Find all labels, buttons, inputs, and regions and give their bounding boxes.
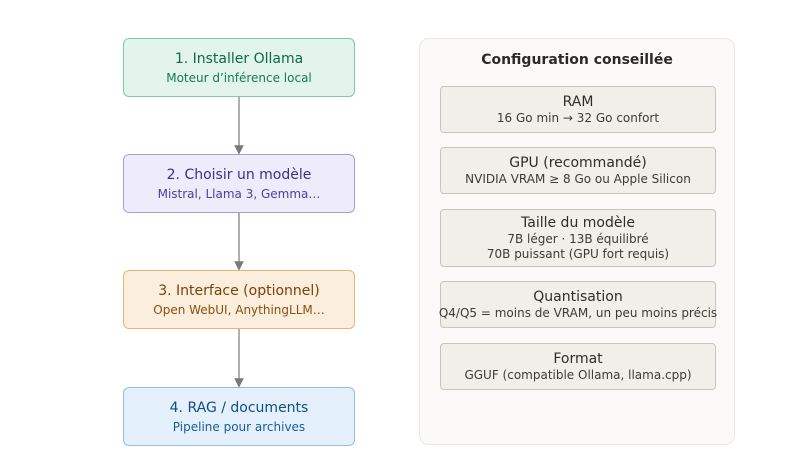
step-subtitle: Moteur d’inférence local bbox=[166, 70, 312, 85]
card-title: GPU (recommandé) bbox=[509, 155, 647, 171]
panel-title: Configuration conseillée bbox=[481, 52, 673, 68]
step-choose-model: 2. Choisir un modèle Mistral, Llama 3, G… bbox=[123, 154, 355, 213]
step-subtitle: Pipeline pour archives bbox=[172, 419, 306, 434]
card-detail: 70B puissant (GPU fort requis) bbox=[486, 247, 670, 261]
card-ram: RAM 16 Go min → 32 Go confort bbox=[440, 86, 716, 133]
card-detail: GGUF (compatible Ollama, llama.cpp) bbox=[464, 368, 692, 382]
card-gpu: GPU (recommandé) NVIDIA VRAM ≥ 8 Go ou A… bbox=[440, 147, 716, 194]
step-install-ollama: 1. Installer Ollama Moteur d’inférence l… bbox=[123, 38, 355, 97]
card-detail: 7B léger · 13B équilibré bbox=[507, 232, 649, 246]
step-title: 2. Choisir un modèle bbox=[166, 166, 312, 183]
card-quantization: Quantisation Q4/Q5 = moins de VRAM, un p… bbox=[438, 281, 718, 328]
card-title: RAM bbox=[562, 94, 594, 110]
card-title: Taille du modèle bbox=[521, 215, 635, 231]
step-title: 1. Installer Ollama bbox=[174, 50, 304, 67]
card-detail: Q4/Q5 = moins de VRAM, un peu moins préc… bbox=[438, 306, 718, 320]
card-title: Quantisation bbox=[533, 289, 623, 305]
step-subtitle: Mistral, Llama 3, Gemma… bbox=[157, 186, 321, 201]
card-format: Format GGUF (compatible Ollama, llama.cp… bbox=[440, 343, 716, 390]
step-title: 4. RAG / documents bbox=[169, 399, 309, 416]
card-model-size: Taille du modèle 7B léger · 13B équilibr… bbox=[440, 209, 716, 267]
card-detail: 16 Go min → 32 Go confort bbox=[496, 111, 660, 125]
step-interface: 3. Interface (optionnel) Open WebUI, Any… bbox=[123, 270, 355, 329]
step-subtitle: Open WebUI, AnythingLLM… bbox=[153, 302, 325, 317]
card-title: Format bbox=[553, 351, 603, 367]
step-title: 3. Interface (optionnel) bbox=[158, 282, 320, 299]
card-detail: NVIDIA VRAM ≥ 8 Go ou Apple Silicon bbox=[465, 172, 691, 186]
